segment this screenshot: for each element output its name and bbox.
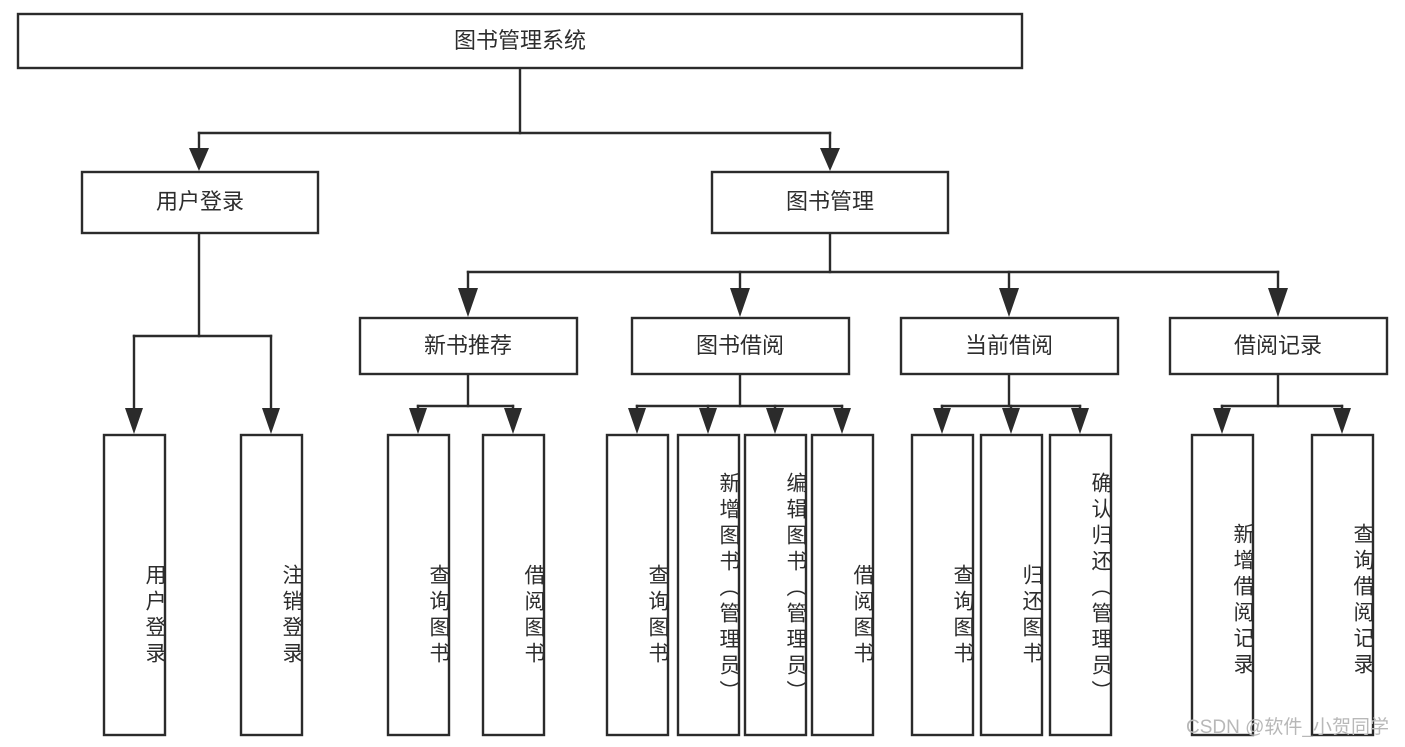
arrowhead-user-login-leaf-1 xyxy=(125,408,143,434)
node-box-borrow-record[interactable] xyxy=(1168,316,1389,376)
arrowhead-current-borrow-leaf-2 xyxy=(1002,408,1020,434)
arrowhead-new-book-leaf-1 xyxy=(409,408,427,434)
node-box-leaf-book-borrow-4[interactable] xyxy=(810,433,875,737)
node-label-book-borrow: 图书借阅 xyxy=(696,333,784,358)
arrowhead-book-borrow-leaf-3 xyxy=(766,408,784,434)
node-label-book-management: 图书管理 xyxy=(786,189,874,214)
node-label-new-book-recommend: 新书推荐 xyxy=(424,333,512,358)
arrowhead-current-borrow-leaf-3 xyxy=(1071,408,1089,434)
connector-group-new-book xyxy=(409,372,522,434)
node-box-user-login[interactable] xyxy=(80,170,320,235)
arrowhead-book-borrow-leaf-2 xyxy=(699,408,717,434)
node-box-current-borrow[interactable] xyxy=(899,316,1120,376)
arrowhead-borrow-record-leaf-2 xyxy=(1333,408,1351,434)
node-box-leaf-user-login-1[interactable] xyxy=(102,433,167,737)
connector-group-root xyxy=(189,66,840,171)
arrowhead-book-borrow-leaf-1 xyxy=(628,408,646,434)
node-box-new-book-recommend[interactable] xyxy=(358,316,579,376)
node-box-leaf-borrow-record-1[interactable] xyxy=(1190,433,1255,737)
connector-group-borrow-record xyxy=(1213,372,1351,434)
connector-group-book-borrow xyxy=(628,372,851,434)
arrowhead-book-mgmt-child-4 xyxy=(1268,288,1288,317)
node-box-leaf-user-login-2[interactable] xyxy=(239,433,304,737)
node-box-leaf-new-book-2[interactable] xyxy=(481,433,546,737)
arrowhead-book-mgmt-child-3 xyxy=(999,288,1019,317)
node-label-root: 图书管理系统 xyxy=(454,28,586,53)
connector-group-current-borrow xyxy=(933,372,1089,434)
arrowhead-book-borrow-leaf-4 xyxy=(833,408,851,434)
arrowhead-borrow-record-leaf-1 xyxy=(1213,408,1231,434)
node-box-leaf-current-borrow-1[interactable] xyxy=(910,433,975,737)
arrowhead-root-to-user-login xyxy=(189,148,209,171)
arrowhead-root-to-book-mgmt xyxy=(820,148,840,171)
arrowhead-user-login-leaf-2 xyxy=(262,408,280,434)
node-box-leaf-current-borrow-3[interactable] xyxy=(1048,433,1113,737)
connector-group-book-mgmt xyxy=(458,231,1288,317)
node-label-current-borrow: 当前借阅 xyxy=(965,333,1053,358)
node-box-leaf-book-borrow-3[interactable] xyxy=(743,433,808,737)
node-label-user-login: 用户登录 xyxy=(156,189,244,214)
node-label-borrow-record: 借阅记录 xyxy=(1234,333,1322,358)
node-box-leaf-book-borrow-1[interactable] xyxy=(605,433,670,737)
arrowhead-new-book-leaf-2 xyxy=(504,408,522,434)
watermark-label: CSDN @软件_小贺同学 xyxy=(1186,717,1389,738)
node-box-leaf-current-borrow-2[interactable] xyxy=(979,433,1044,737)
node-box-leaf-book-borrow-2[interactable] xyxy=(676,433,741,737)
node-box-book-borrow[interactable] xyxy=(630,316,851,376)
arrowhead-book-mgmt-child-1 xyxy=(458,288,478,317)
node-box-root[interactable] xyxy=(16,12,1024,70)
arrowhead-current-borrow-leaf-1 xyxy=(933,408,951,434)
node-box-leaf-borrow-record-2[interactable] xyxy=(1310,433,1375,737)
node-box-book-management[interactable] xyxy=(710,170,950,235)
connector-group-user-login xyxy=(125,231,280,434)
node-box-leaf-new-book-1[interactable] xyxy=(386,433,451,737)
arrowhead-book-mgmt-child-2 xyxy=(730,288,750,317)
